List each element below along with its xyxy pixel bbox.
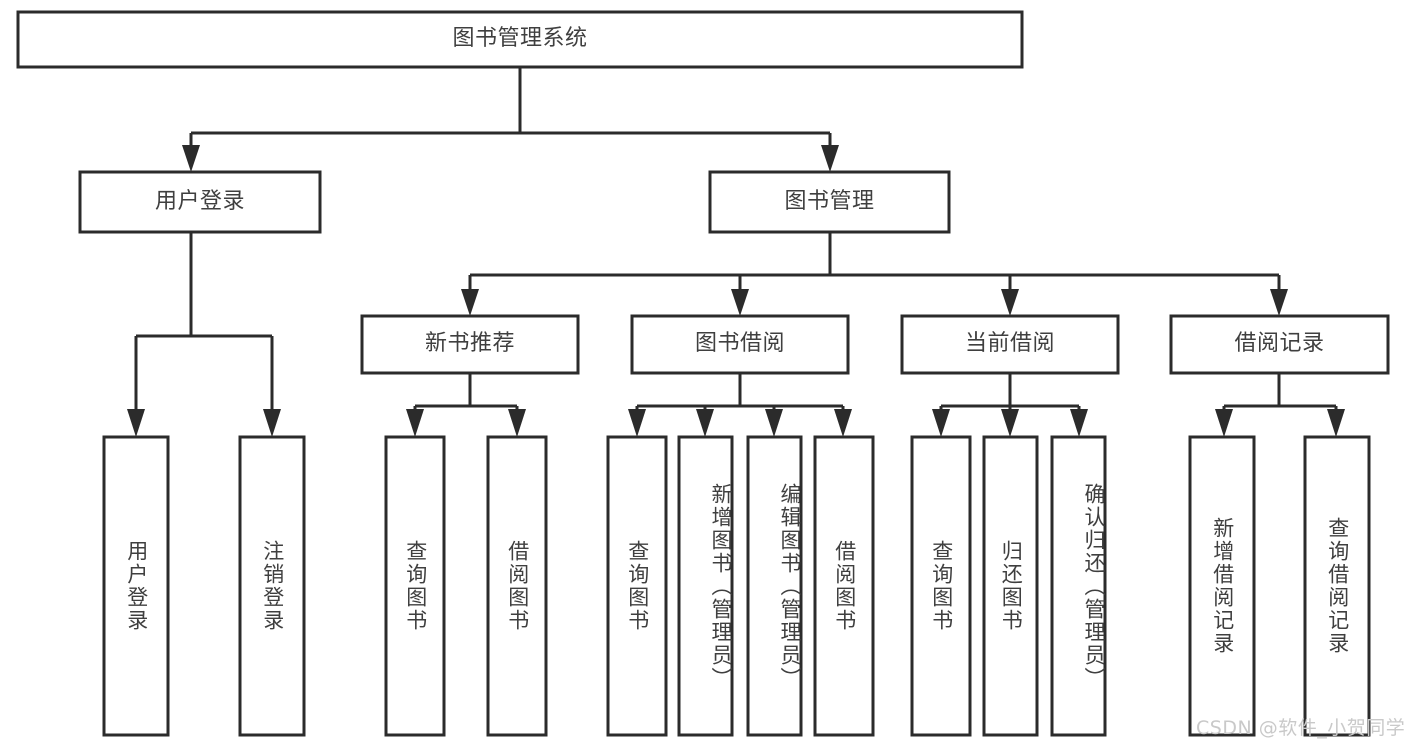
connector-layer <box>127 68 1345 437</box>
arrow-head-borrow-edit <box>765 409 783 437</box>
node-leaf-logout[interactable] <box>238 435 306 737</box>
arrow-head-borrow-record <box>1270 289 1288 316</box>
node-leaf-borrow-query-book[interactable] <box>606 435 668 737</box>
arrow-head-book-borrow <box>731 289 749 316</box>
node-leaf-current-query-book[interactable] <box>910 435 972 737</box>
node-leaf-current-return-book[interactable] <box>982 435 1039 737</box>
arrow-head-record-query <box>1327 409 1345 437</box>
node-leaf-borrow-edit-book[interactable] <box>746 435 803 737</box>
node-user-login[interactable] <box>78 170 322 234</box>
node-leaf-user-login[interactable] <box>102 435 170 737</box>
arrow-head-leaf-user-login <box>127 409 145 437</box>
arrow-head-current-query <box>932 409 950 437</box>
node-root-system[interactable] <box>16 10 1024 69</box>
arrow-head-new-borrow <box>508 409 526 437</box>
arrow-head-new-query <box>406 409 424 437</box>
arrow-head-leaf-logout <box>263 409 281 437</box>
node-book-borrow[interactable] <box>630 314 850 375</box>
node-borrow-record[interactable] <box>1169 314 1390 375</box>
arrow-head-current-borrow <box>1001 289 1019 316</box>
node-leaf-record-query[interactable] <box>1303 435 1371 737</box>
arrow-head-user-login <box>182 145 200 172</box>
arrow-head-new-book <box>461 289 479 316</box>
arrow-head-borrow-add <box>696 409 714 437</box>
csdn-watermark: CSDN @软件_小贺同学 <box>1196 717 1405 739</box>
arrow-head-borrow-query <box>628 409 646 437</box>
arrow-head-current-confirm <box>1070 409 1088 437</box>
arrow-head-borrow-lend <box>834 409 852 437</box>
arrow-head-record-add <box>1215 409 1233 437</box>
node-leaf-borrow-lend-book[interactable] <box>813 435 875 737</box>
node-leaf-current-confirm-return[interactable] <box>1050 435 1107 737</box>
node-layer <box>16 10 1390 737</box>
node-leaf-borrow-add-book[interactable] <box>677 435 734 737</box>
node-new-book-recommend[interactable] <box>360 314 580 375</box>
node-leaf-record-add[interactable] <box>1188 435 1256 737</box>
arrow-head-current-return <box>1001 409 1019 437</box>
arrow-head-book-manage <box>821 145 839 172</box>
node-current-borrow[interactable] <box>900 314 1120 375</box>
node-leaf-new-borrow-book[interactable] <box>486 435 548 737</box>
node-book-manage[interactable] <box>708 170 951 234</box>
node-leaf-new-query-book[interactable] <box>384 435 446 737</box>
